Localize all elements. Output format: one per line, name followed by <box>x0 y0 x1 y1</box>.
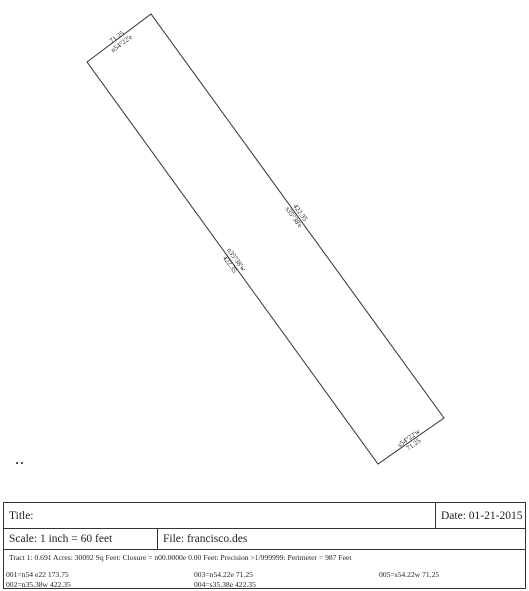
course-001: 001=n54 e22 173.75 <box>6 570 69 579</box>
course-003: 003=n54.22e 71.25 <box>194 570 253 579</box>
course-005: 005=s54.22w 71.25 <box>379 570 440 579</box>
scale-file-row: Scale: 1 inch = 60 feet File: francisco.… <box>4 529 525 550</box>
course-002: 002=n35.38w 422.35 <box>6 580 71 589</box>
tract-info: Tract 1: 0.691 Acres: 30092 Sq Feet: Clo… <box>4 550 525 589</box>
file-cell: File: francisco.des <box>157 529 525 549</box>
tract-summary: Tract 1: 0.691 Acres: 30092 Sq Feet: Clo… <box>9 553 352 562</box>
title-row: Title: Date: 01-21-2015 <box>4 503 525 529</box>
plat-drawing: 71.25 n54°22'e 422.35 s35°38'e n35°38'w … <box>86 13 445 465</box>
title-label: Title: <box>9 509 34 522</box>
parcel-boundary <box>86 13 445 465</box>
file-label: File: francisco.des <box>163 533 248 545</box>
scan-speck <box>16 462 18 464</box>
date-cell: Date: 01-21-2015 <box>435 503 525 528</box>
scan-speck <box>21 462 23 464</box>
scale-cell: Scale: 1 inch = 60 feet <box>4 529 157 549</box>
title-block: Title: Date: 01-21-2015 Scale: 1 inch = … <box>3 502 526 589</box>
date-label: Date: 01-21-2015 <box>441 509 523 522</box>
scale-label: Scale: 1 inch = 60 feet <box>9 533 113 545</box>
title-cell: Title: <box>4 503 435 528</box>
course-004: 004=s35.38e 422.35 <box>194 580 256 589</box>
